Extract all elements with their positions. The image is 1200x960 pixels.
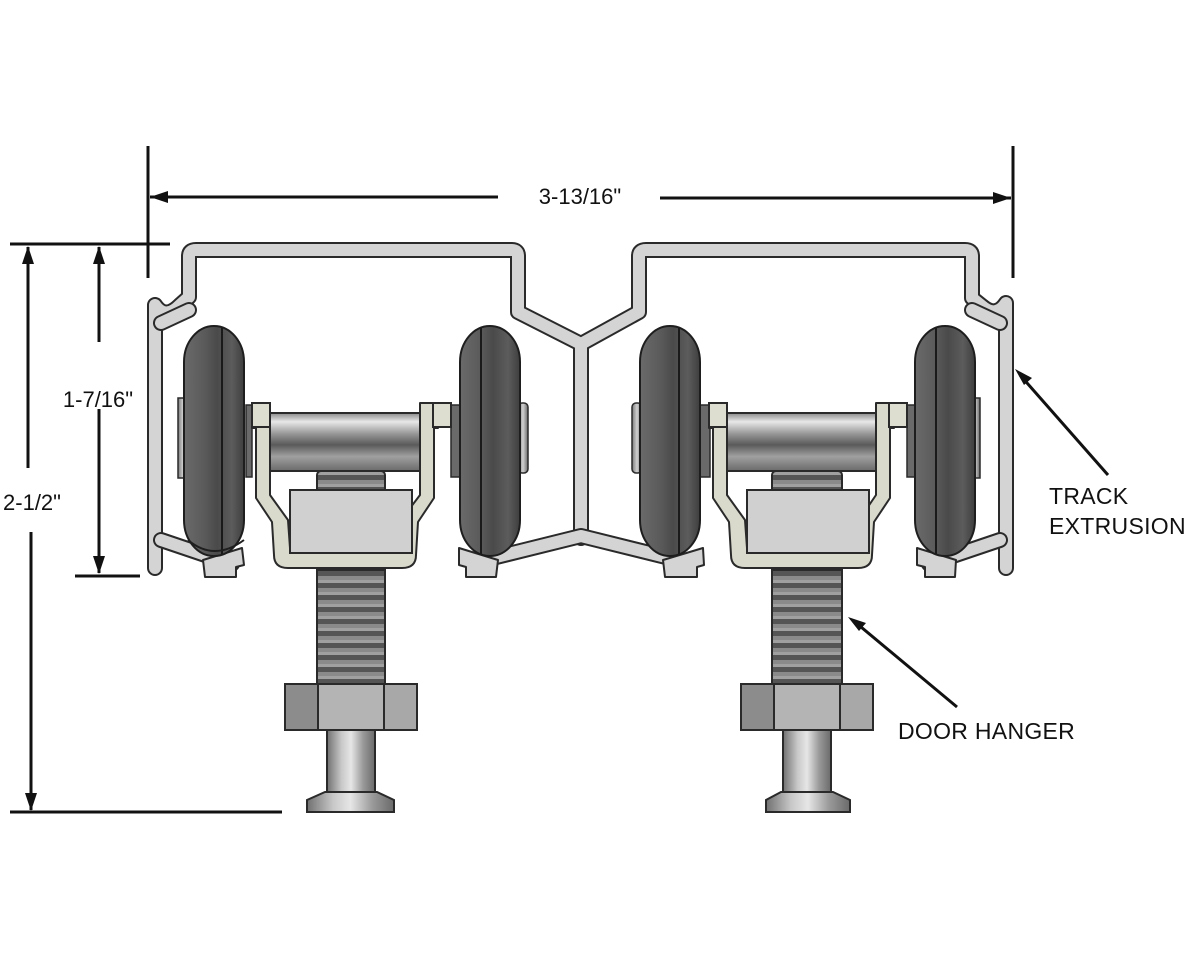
bolt-shank xyxy=(782,729,832,793)
dimension-overall-height: 2-1/2" xyxy=(3,246,282,814)
hanger-block xyxy=(746,489,870,554)
threaded-bolt xyxy=(771,569,843,686)
wheel xyxy=(914,325,976,557)
hex-nut xyxy=(317,683,385,731)
right-trolley xyxy=(631,325,981,813)
track-height-label: 1-7/16" xyxy=(63,387,133,412)
leader-line xyxy=(1018,374,1110,476)
bushing xyxy=(432,402,452,428)
wheel xyxy=(459,325,521,557)
hex-nut xyxy=(839,683,874,731)
axle xyxy=(269,412,435,472)
bushing xyxy=(251,402,271,428)
wheel xyxy=(639,325,701,557)
arrowhead-icon xyxy=(1015,369,1032,385)
hanger-block xyxy=(289,489,413,554)
wheel-seat xyxy=(916,547,957,578)
arrowhead-icon xyxy=(848,617,866,631)
arrowhead-down-icon xyxy=(93,556,105,574)
arrowhead-right-icon xyxy=(993,192,1011,204)
track-extrusion-label-line2: EXTRUSION xyxy=(1049,513,1186,539)
overall-height-label: 2-1/2" xyxy=(3,490,61,515)
overall-width-label: 3-13/16" xyxy=(539,184,621,209)
arrowhead-left-icon xyxy=(150,191,168,203)
track-extrusion-body xyxy=(147,242,1014,578)
axle xyxy=(725,412,891,472)
arrowhead-down-icon xyxy=(25,793,37,811)
callout-track-extrusion: TRACK EXTRUSION xyxy=(1015,369,1186,539)
door-hanger-label: DOOR HANGER xyxy=(898,718,1075,744)
track-extrusion-label-line1: TRACK xyxy=(1049,483,1129,509)
dimension-overall-width: 3-13/16" xyxy=(146,146,1015,278)
hex-nut xyxy=(383,683,418,731)
arrowhead-up-icon xyxy=(93,246,105,264)
hex-nut xyxy=(284,683,319,731)
callout-door-hanger: DOOR HANGER xyxy=(848,617,1075,744)
threaded-bolt xyxy=(316,569,386,686)
bushing xyxy=(708,402,728,428)
arrowhead-up-icon xyxy=(22,246,34,264)
wheel-seat xyxy=(458,547,499,578)
leader-line xyxy=(854,620,958,709)
left-trolley xyxy=(177,325,529,813)
wheel-seat xyxy=(202,547,245,578)
bushing xyxy=(888,402,908,428)
bolt-shank xyxy=(326,729,376,793)
hex-nut xyxy=(740,683,775,731)
wheel xyxy=(183,325,245,557)
bolt-foot xyxy=(765,791,851,813)
wheel-seat xyxy=(662,547,705,578)
hex-nut xyxy=(773,683,841,731)
bolt-foot xyxy=(306,791,395,813)
